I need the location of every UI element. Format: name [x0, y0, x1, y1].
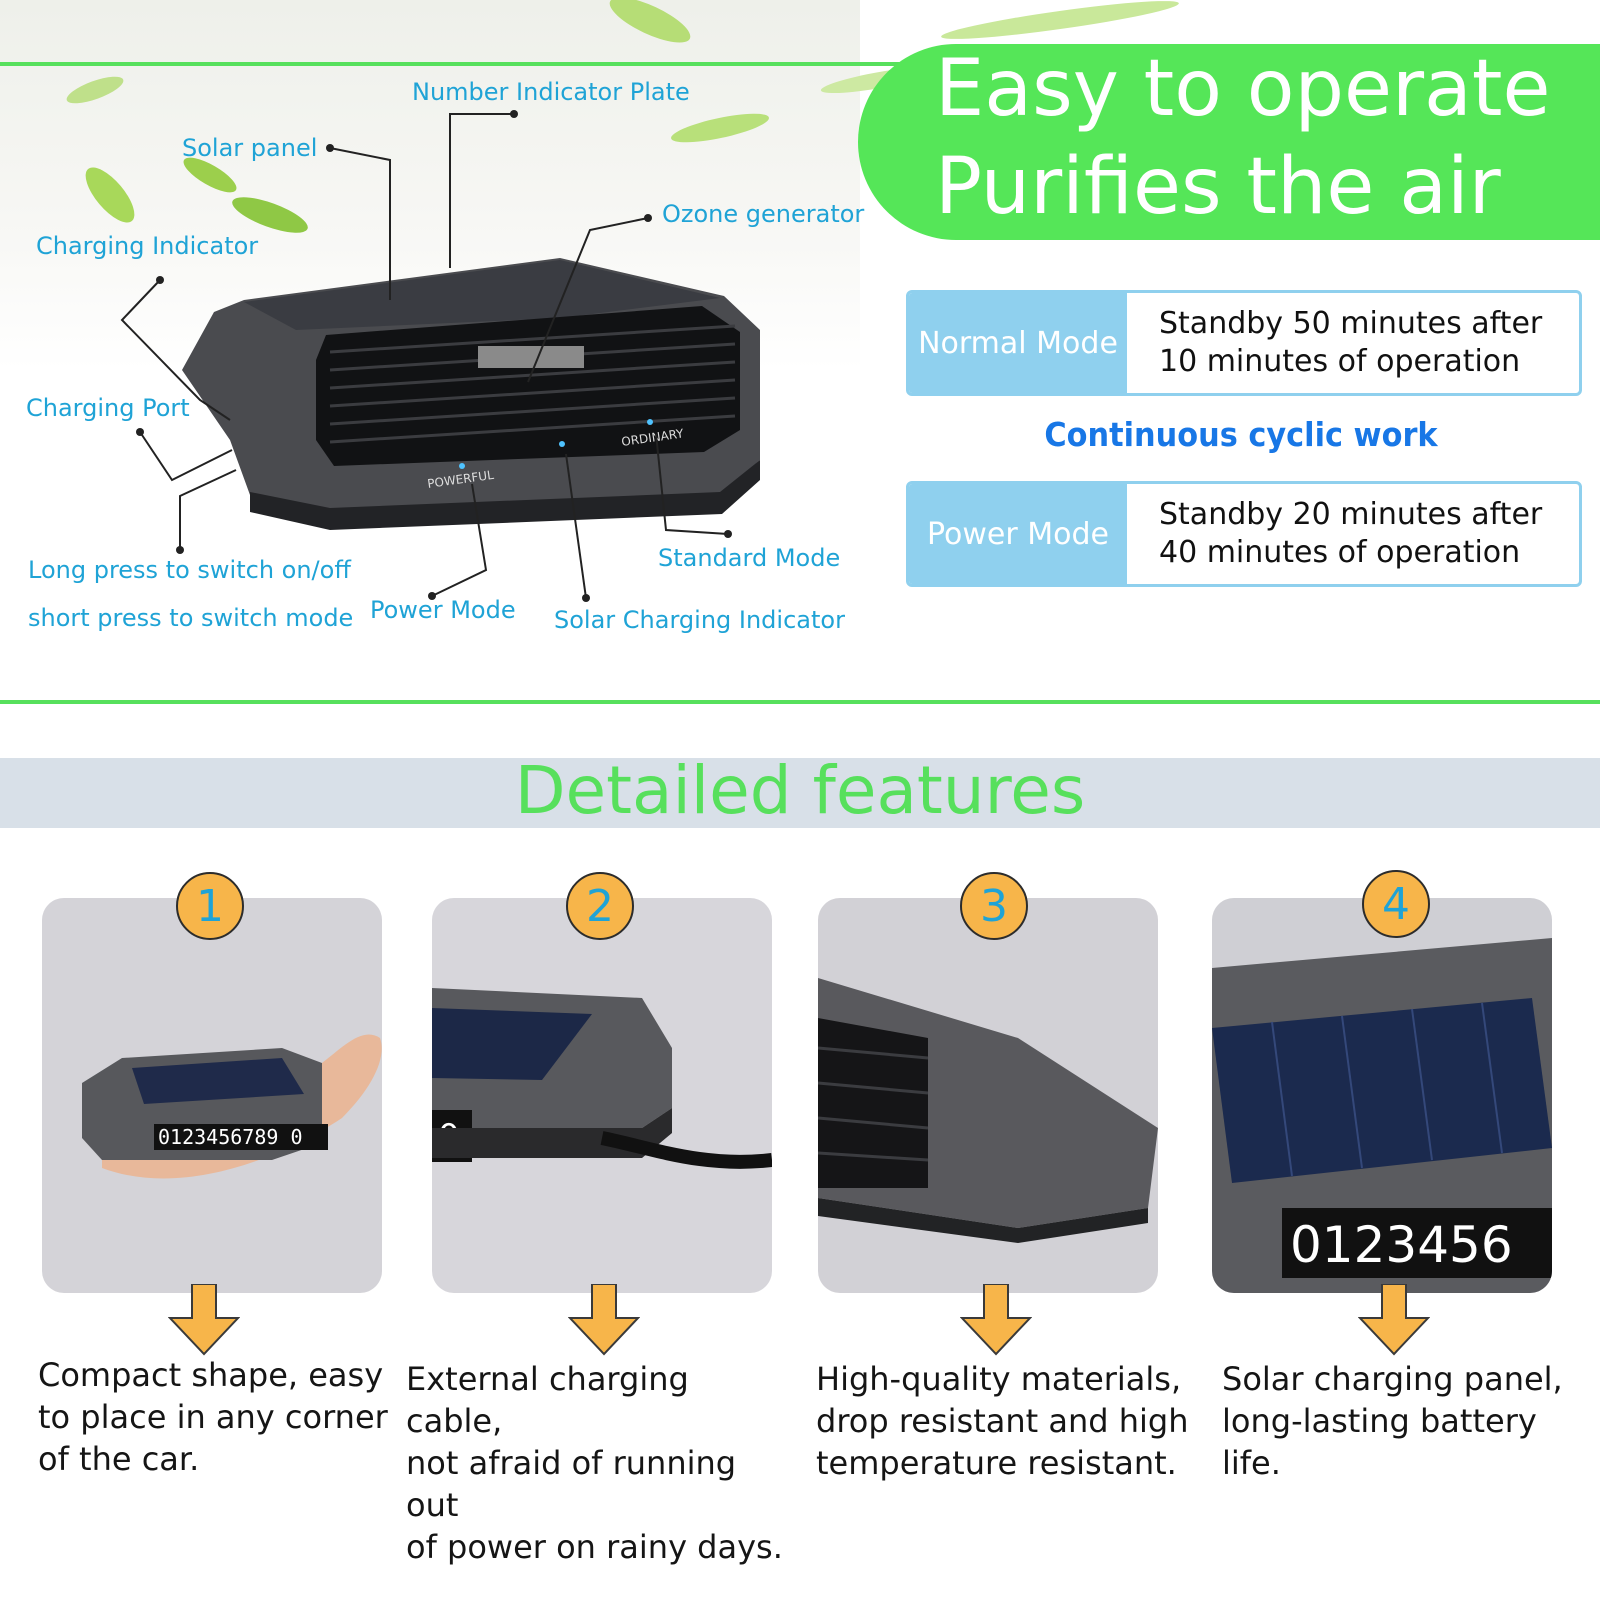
mini-number-plate	[154, 1124, 328, 1150]
feature-badge-4: 4	[1362, 870, 1430, 938]
corner-solar	[432, 1008, 592, 1080]
ordinary-led	[647, 419, 653, 425]
mini-plate-digits: 0123456789 0	[158, 1125, 303, 1149]
power-mode-desc-line2: 40 minutes of operation	[1159, 535, 1521, 570]
normal-mode-box: Normal Mode Standby 50 minutes after 10 …	[906, 290, 1582, 396]
leader-dots	[136, 110, 732, 602]
solar-cell-lines	[1271, 1002, 1503, 1177]
power-mode-desc-line1: Standby 20 minutes after	[1159, 497, 1543, 532]
label-ozone-generator: Ozone generator	[662, 200, 865, 228]
leaf	[941, 1, 1179, 39]
down-arrow-icon	[960, 1284, 1032, 1356]
caption-3-line3: temperature resistant.	[816, 1444, 1177, 1482]
features-title: Detailed features	[514, 752, 1086, 829]
feature-card-4: 0123456	[1212, 898, 1552, 1293]
feature-image-4: 0123456	[1212, 938, 1552, 1293]
feature-card-3	[818, 898, 1158, 1293]
feature-caption-3: High-quality materials, drop resistant a…	[816, 1358, 1196, 1484]
feature-caption-2: External charging cable, not afraid of r…	[406, 1358, 786, 1568]
caption-3-line1: High-quality materials,	[816, 1360, 1182, 1398]
label-standard-mode: Standard Mode	[658, 544, 841, 572]
caption-1-line3: of the car.	[38, 1440, 200, 1478]
device-base	[250, 460, 760, 530]
leader-lines	[120, 113, 729, 599]
normal-mode-label: Normal Mode	[909, 293, 1127, 393]
mid-divider-line	[0, 700, 1600, 704]
leaf	[609, 0, 691, 43]
banner-line-2: Purifies the air	[935, 142, 1501, 232]
normal-mode-desc-line2: 10 minutes of operation	[1159, 344, 1521, 379]
top-divider-line	[0, 62, 900, 66]
edge-vent	[818, 1018, 928, 1188]
feature-card-2: 0	[432, 898, 772, 1293]
power-mode-box: Power Mode Standby 20 minutes after 40 m…	[906, 481, 1582, 587]
mini-solar	[132, 1058, 304, 1104]
feature-badge-2: 2	[566, 872, 634, 940]
label-charging-indicator: Charging Indicator	[36, 232, 259, 260]
leaf	[232, 197, 308, 233]
power-mode-desc: Standby 20 minutes after 40 minutes of o…	[1159, 496, 1569, 572]
feature-image-3	[818, 978, 1158, 1243]
edge-slats	[818, 1046, 929, 1162]
caption-2-line3: of power on rainy days.	[406, 1528, 783, 1566]
edge-base	[818, 1198, 1148, 1243]
features-title-band	[0, 758, 1600, 828]
large-plate-digits: 0123456	[1290, 1216, 1513, 1274]
feature-caption-4: Solar charging panel, long-lasting batte…	[1222, 1358, 1600, 1484]
solar-led	[559, 441, 565, 447]
caption-4-line3: life.	[1222, 1444, 1281, 1482]
down-arrow-icon	[568, 1284, 640, 1356]
caption-3-line2: drop resistant and high	[816, 1402, 1189, 1440]
powerful-led	[459, 463, 465, 469]
banner-line-1: Easy to operate	[935, 44, 1551, 134]
caption-1-line1: Compact shape, easy	[38, 1356, 384, 1394]
normal-mode-desc: Standby 50 minutes after 10 minutes of o…	[1159, 305, 1569, 381]
feature-image-2: 0	[432, 988, 772, 1169]
feature-card-1: 0123456789 0	[42, 898, 382, 1293]
label-short-press: short press to switch mode	[28, 604, 354, 632]
ozone-plate	[478, 346, 584, 368]
label-power-mode: Power Mode	[370, 596, 516, 624]
feature-badge-1: 1	[176, 872, 244, 940]
device-top-panel	[244, 260, 720, 330]
caption-2-line1: External charging cable,	[406, 1360, 689, 1440]
caption-2-line2: not afraid of running out	[406, 1444, 737, 1524]
large-solar	[1212, 998, 1552, 1183]
feature-caption-1: Compact shape, easy to place in any corn…	[38, 1354, 418, 1480]
down-arrow-icon	[1358, 1284, 1430, 1356]
headline-banner	[858, 44, 1600, 240]
feature-badge-3: 3	[960, 872, 1028, 940]
leaf	[671, 113, 769, 143]
purifier-diagram: POWERFUL ORDINARY	[120, 110, 760, 602]
large-number-plate	[1282, 1208, 1552, 1278]
leaf	[66, 76, 124, 104]
feature-image-1: 0123456789 0	[82, 1034, 382, 1179]
label-charging-port: Charging Port	[26, 394, 190, 422]
caption-1-line2: to place in any corner	[38, 1398, 388, 1436]
label-solar-panel: Solar panel	[182, 134, 318, 162]
down-arrow-icon	[168, 1284, 240, 1356]
leaf	[183, 157, 237, 193]
label-solar-charging-indicator: Solar Charging Indicator	[554, 606, 845, 634]
leaf	[85, 167, 135, 223]
charging-cable	[600, 1131, 772, 1169]
normal-mode-desc-line1: Standby 50 minutes after	[1159, 306, 1543, 341]
caption-4-line1: Solar charging panel,	[1222, 1360, 1563, 1398]
cyclic-work-text: Continuous cyclic work	[1044, 415, 1438, 454]
caption-4-line2: long-lasting battery	[1222, 1402, 1537, 1440]
label-long-press: Long press to switch on/off	[28, 556, 351, 584]
label-number-indicator-plate: Number Indicator Plate	[412, 78, 690, 106]
power-mode-label: Power Mode	[909, 484, 1127, 584]
